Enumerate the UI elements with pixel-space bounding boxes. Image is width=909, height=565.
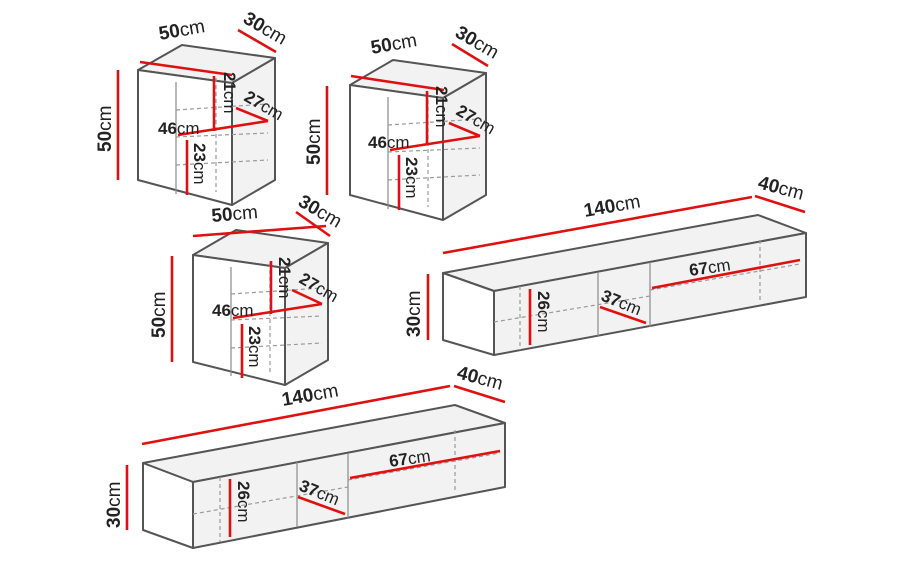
tv-unit-1-depth-label: 40cm	[756, 173, 806, 205]
cabinet-2-inner-top-label: 21cm	[432, 86, 451, 128]
cabinet-3-inner-depth-line	[291, 288, 323, 306]
cabinet-3-inner-width-label: 46cm	[212, 301, 254, 320]
tv-unit-2-inner-width-line	[349, 449, 501, 480]
cabinet-2-inner-width-label: 46cm	[368, 133, 410, 152]
cabinet-1-inner-width-label: 46cm	[158, 119, 200, 138]
tv-unit-1-depth-line	[754, 194, 806, 214]
cabinet-3-depth-line	[295, 210, 331, 238]
cabinet-2: 50cm 30cm 50cm 21cm 27cm 46cm 23cm	[304, 22, 503, 221]
tv-unit-2-width-label: 140cm	[280, 380, 340, 411]
cabinet-2-width-line	[350, 74, 445, 92]
tv-unit-1-inner-width-line	[651, 258, 801, 290]
tv-unit-2-front	[142, 462, 194, 549]
cabinet-1-inner-top-label: 21cm	[220, 72, 239, 114]
cabinet-1-inner-width-line	[177, 119, 269, 137]
tv-unit-1-width-line	[442, 195, 753, 255]
tv-unit-2-inner-height-label: 26cm	[234, 481, 253, 523]
cabinet-1-inner-bottom-label: 23cm	[190, 143, 209, 185]
cabinet-3-inner-width-line	[232, 302, 323, 320]
cabinet-1: 50cm 30cm 50cm 21cm 27cm 46cm 23cm	[95, 8, 291, 206]
tv-unit-2-height-label: 30cm	[104, 482, 125, 528]
cabinet-3-inner-bottom-label: 23cm	[245, 326, 264, 368]
tv-unit-2-depth-label: 40cm	[455, 363, 505, 395]
cabinet-3-inner-top-label: 21cm	[275, 257, 294, 299]
tv-unit-1: 140cm 40cm 30cm 26cm 37cm 67cm	[404, 173, 807, 356]
tv-unit-2: 140cm 40cm 30cm 26cm 37cm 67cm	[104, 363, 506, 549]
cabinet-2-inner-depth-line	[448, 121, 481, 138]
tv-unit-2-depth-line	[453, 384, 506, 404]
cabinet-1-height-label: 50cm	[95, 106, 116, 152]
cabinet-2-depth-line	[451, 42, 489, 68]
cabinet-2-inner-bottom-label: 23cm	[402, 157, 421, 199]
cabinet-1-front	[137, 69, 233, 206]
cabinet-1-inner-depth-line	[235, 106, 269, 123]
tv-unit-2-width-line	[141, 384, 451, 446]
cabinet-1-width-label: 50cm	[157, 16, 206, 45]
tv-unit-1-inner-height-label: 26cm	[534, 291, 553, 333]
tv-unit-1-height-label: 30cm	[404, 291, 425, 337]
tv-unit-2-inner-width-label: 67cm	[388, 446, 432, 471]
cabinet-1-depth-label: 30cm	[240, 8, 291, 49]
cabinet-2-width-label: 50cm	[369, 30, 418, 59]
tv-unit-2-inner-depth-line	[297, 495, 346, 516]
tv-unit-1-inner-depth-line	[599, 305, 647, 325]
cabinet-3-width-label: 50cm	[211, 202, 259, 227]
cabinet-2-inner-width-line	[389, 134, 481, 152]
tv-unit-1-front	[442, 272, 495, 356]
cabinet-2-front	[349, 84, 444, 221]
cabinet-2-depth-label: 30cm	[452, 22, 503, 63]
cabinet-3-height-label: 50cm	[149, 292, 170, 338]
cabinet-3: 50cm 30cm 50cm 21cm 27cm 46cm 23cm	[149, 191, 345, 386]
tv-unit-1-inner-width-label: 67cm	[688, 255, 732, 280]
cabinet-2-height-label: 50cm	[304, 119, 325, 165]
cabinet-1-depth-line	[237, 28, 277, 54]
cabinet-1-width-line	[139, 60, 233, 77]
cabinet-3-width-line	[192, 224, 327, 238]
